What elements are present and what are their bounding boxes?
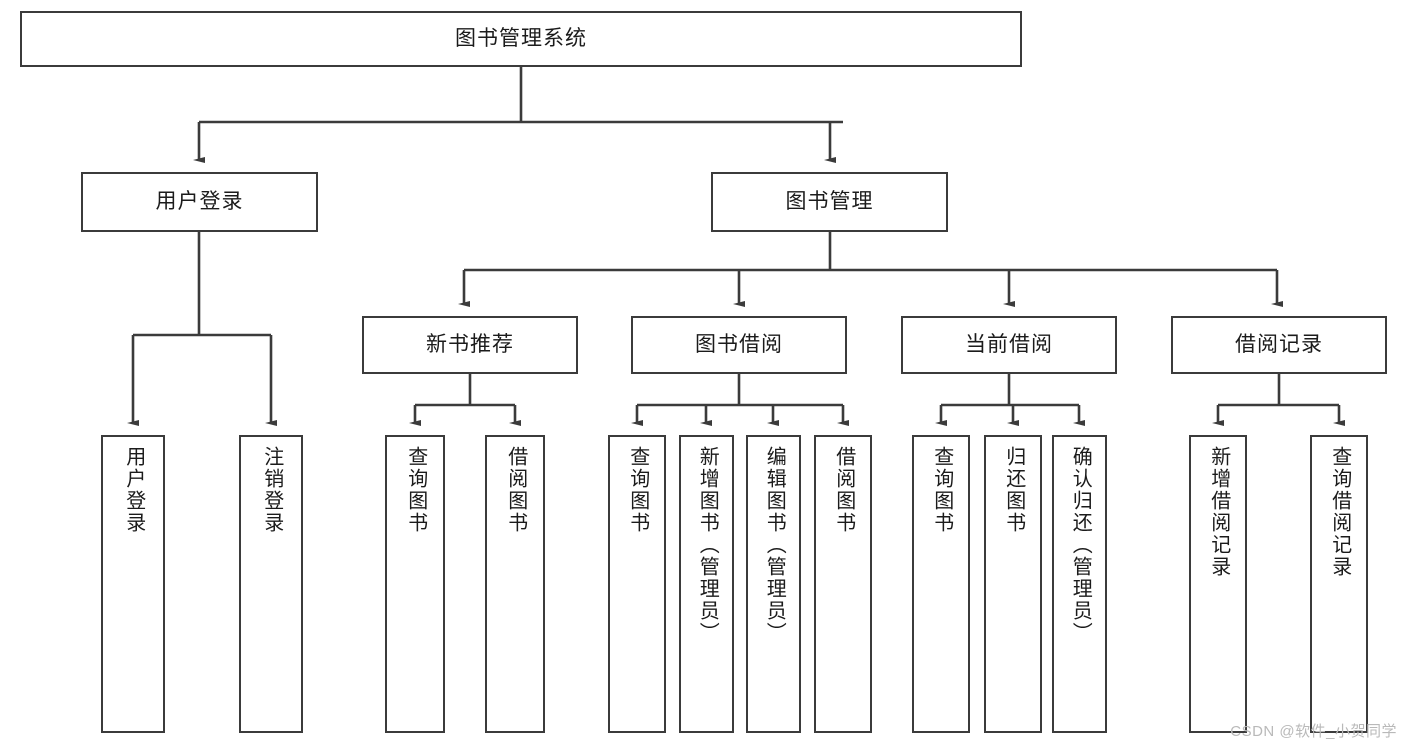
- leaf-query-borrow-record-label: 查询借阅记录: [1328, 446, 1351, 578]
- node-root-label: 图书管理系统: [455, 27, 587, 51]
- leaf-confirm-return-admin[interactable]: 确认归还（管理员）: [1052, 435, 1107, 733]
- node-new-book-recommend[interactable]: 新书推荐: [362, 316, 578, 374]
- leaf-return-book[interactable]: 归还图书: [984, 435, 1042, 733]
- node-user-login[interactable]: 用户登录: [81, 172, 318, 232]
- leaf-query-book-current[interactable]: 查询图书: [912, 435, 970, 733]
- node-new-book-recommend-label: 新书推荐: [426, 333, 514, 357]
- leaf-query-book-borrow-label: 查询图书: [626, 446, 649, 534]
- leaf-query-borrow-record[interactable]: 查询借阅记录: [1310, 435, 1368, 733]
- leaf-query-book-recommend-label: 查询图书: [404, 446, 427, 534]
- leaf-query-book-current-label: 查询图书: [930, 446, 953, 534]
- node-current-borrow-label: 当前借阅: [965, 333, 1053, 357]
- leaf-borrow-book-recommend-label: 借阅图书: [504, 446, 527, 534]
- leaf-add-borrow-record-label: 新增借阅记录: [1207, 446, 1230, 578]
- node-book-management-label: 图书管理: [785, 190, 874, 214]
- node-borrow-record[interactable]: 借阅记录: [1171, 316, 1387, 374]
- leaf-logout-login[interactable]: 注销登录: [239, 435, 303, 733]
- node-current-borrow[interactable]: 当前借阅: [901, 316, 1117, 374]
- leaf-logout-login-label: 注销登录: [260, 446, 283, 534]
- leaf-edit-book-admin[interactable]: 编辑图书（管理员）: [746, 435, 801, 733]
- leaf-query-book-recommend[interactable]: 查询图书: [385, 435, 445, 733]
- leaf-edit-book-admin-label: 编辑图书（管理员）: [763, 446, 786, 644]
- leaf-add-borrow-record[interactable]: 新增借阅记录: [1189, 435, 1247, 733]
- leaf-user-login-label: 用户登录: [122, 446, 145, 534]
- leaf-return-book-label: 归还图书: [1002, 446, 1025, 534]
- node-root[interactable]: 图书管理系统: [20, 11, 1022, 67]
- node-book-borrow[interactable]: 图书借阅: [631, 316, 847, 374]
- node-user-login-label: 用户登录: [155, 190, 244, 214]
- leaf-borrow-book-label: 借阅图书: [832, 446, 855, 534]
- leaf-borrow-book[interactable]: 借阅图书: [814, 435, 872, 733]
- leaf-query-book-borrow[interactable]: 查询图书: [608, 435, 666, 733]
- leaf-confirm-return-admin-label: 确认归还（管理员）: [1069, 446, 1092, 644]
- leaf-add-book-admin-label: 新增图书（管理员）: [696, 446, 719, 644]
- node-book-borrow-label: 图书借阅: [695, 333, 783, 357]
- leaf-user-login[interactable]: 用户登录: [101, 435, 165, 733]
- node-book-management[interactable]: 图书管理: [711, 172, 948, 232]
- leaf-add-book-admin[interactable]: 新增图书（管理员）: [679, 435, 734, 733]
- node-borrow-record-label: 借阅记录: [1235, 333, 1323, 357]
- leaf-borrow-book-recommend[interactable]: 借阅图书: [485, 435, 545, 733]
- watermark: CSDN @软件_小贺同学: [1230, 723, 1397, 740]
